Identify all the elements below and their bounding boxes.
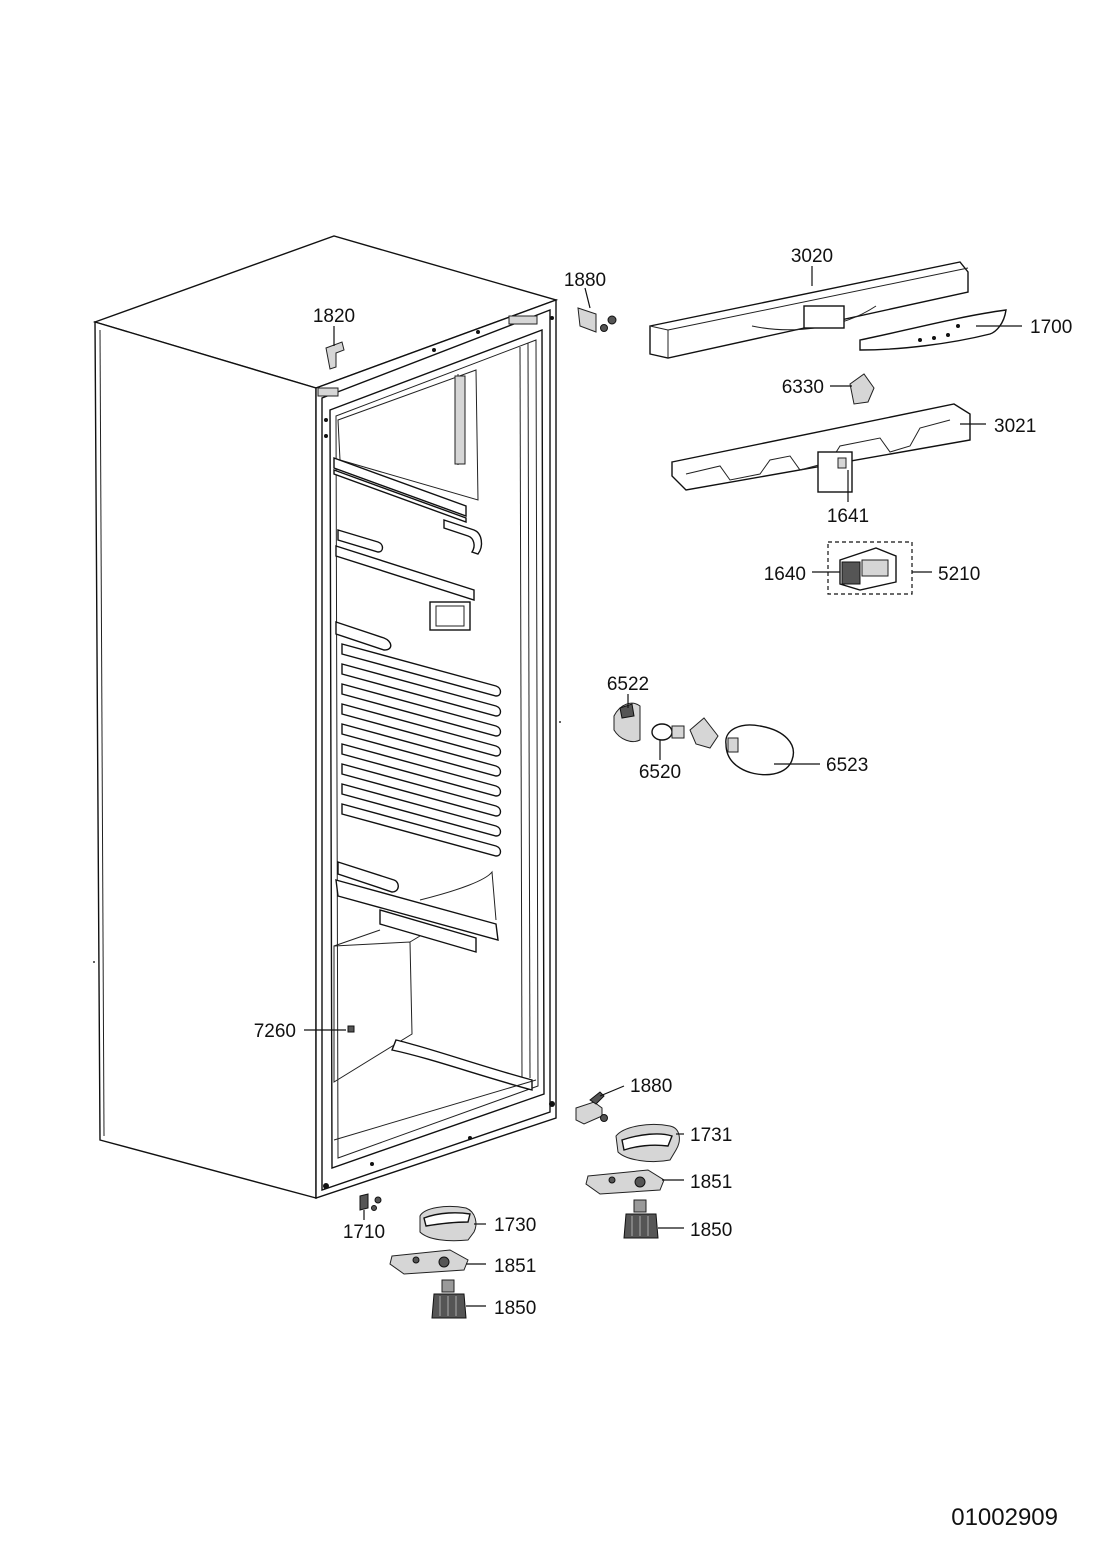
part-lamp-assembly: 6522 6520 6523	[607, 674, 868, 783]
label-6523: 6523	[826, 755, 868, 776]
evaporator-fins	[341, 643, 502, 857]
label-1641: 1641	[827, 506, 869, 527]
label-6520: 6520	[639, 762, 681, 783]
refrigerator-cabinet	[92, 235, 559, 1199]
part-1851-foot-plate-right: 1851	[585, 1169, 732, 1195]
label-7260: 7260	[254, 1021, 296, 1042]
part-1880-bottom-hinge: 1880	[575, 1076, 672, 1125]
part-7260: 7260	[254, 1021, 355, 1042]
part-1880-top-hinge: 1880	[564, 270, 617, 333]
document-number: 01002909	[951, 1504, 1058, 1531]
label-1850-right: 1850	[690, 1220, 732, 1241]
label-1640: 1640	[764, 564, 806, 585]
part-1700-control-panel: 1700	[859, 309, 1072, 351]
part-3020-top-cover: 3020	[649, 246, 969, 359]
part-6330: 6330	[782, 373, 875, 405]
label-1700: 1700	[1030, 317, 1072, 338]
label-1820: 1820	[313, 306, 355, 327]
part-1731-hinge-cover: 1731	[615, 1123, 732, 1163]
label-1880-bottom: 1880	[630, 1076, 672, 1097]
label-1710: 1710	[343, 1222, 385, 1243]
label-1850-left: 1850	[494, 1298, 536, 1319]
part-1710: 1710	[343, 1193, 385, 1243]
part-1730-hinge-cover: 1730	[419, 1205, 536, 1242]
part-1820-bracket: 1820	[313, 306, 355, 370]
label-1730: 1730	[494, 1215, 536, 1236]
label-5210: 5210	[938, 564, 980, 585]
label-1851-right: 1851	[690, 1172, 732, 1193]
label-1731: 1731	[690, 1125, 732, 1146]
part-1850-foot-left: 1850	[431, 1279, 536, 1319]
part-1851-foot-plate-left: 1851	[389, 1249, 536, 1277]
part-1850-foot-right: 1850	[623, 1199, 732, 1241]
label-6330: 6330	[782, 377, 824, 398]
label-1851-left: 1851	[494, 1256, 536, 1277]
part-1641: 1641	[827, 470, 869, 527]
part-1640-5210-thermostat: 1640 5210	[764, 541, 980, 595]
label-3021: 3021	[994, 416, 1036, 437]
label-3020: 3020	[791, 246, 833, 267]
label-6522: 6522	[607, 674, 649, 695]
label-1880-top: 1880	[564, 270, 606, 291]
part-3021-cover-base: 3021	[671, 403, 1036, 493]
